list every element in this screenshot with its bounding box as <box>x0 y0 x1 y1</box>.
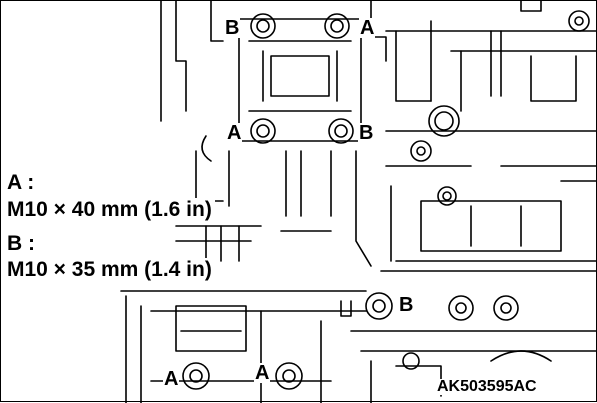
legend-a-key: A : <box>5 171 38 194</box>
figure-code: AK503595AC <box>437 378 537 395</box>
legend-b-spec: M10 × 35 mm (1.4 in) <box>5 258 215 281</box>
bolt-label-a-bottom-center: A <box>254 362 271 384</box>
legend-a-spec: M10 × 40 mm (1.6 in) <box>5 198 215 221</box>
bolt-label-b-mid-right: B <box>358 122 375 144</box>
bolt-label-b-right: B <box>398 294 415 316</box>
bolt-label-b-top-left: B <box>224 17 241 39</box>
legend-b-key: B : <box>5 232 38 255</box>
bolt-label-a-top-right: A <box>359 17 376 39</box>
bolt-label-a-mid-left: A <box>226 122 243 144</box>
bolt-label-a-bottom-left: A <box>163 368 180 390</box>
